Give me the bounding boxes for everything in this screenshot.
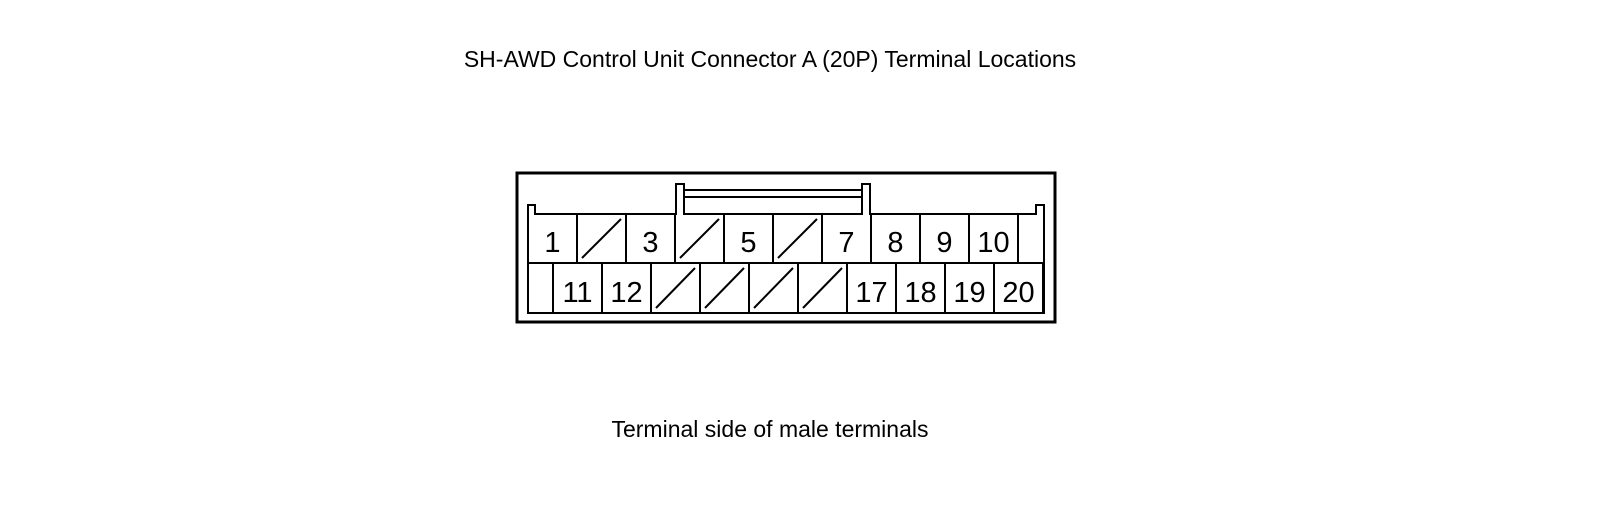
terminal-number: 18 xyxy=(904,277,936,309)
terminal-18: 18 xyxy=(895,263,937,313)
terminal-number: 9 xyxy=(936,227,952,259)
terminal-empty xyxy=(576,214,622,263)
terminal-number: 5 xyxy=(740,227,756,259)
unused-cavity-slash xyxy=(704,267,745,309)
terminal-17: 17 xyxy=(846,263,888,313)
connector-housing xyxy=(515,171,1057,324)
terminal-8: 8 xyxy=(870,214,904,263)
terminal-number: 11 xyxy=(562,277,592,309)
terminal-empty xyxy=(674,214,720,263)
terminal-10: 10 xyxy=(968,214,1010,263)
terminal-empty xyxy=(748,263,794,313)
terminal-number: 1 xyxy=(544,227,560,259)
terminal-empty xyxy=(772,214,818,263)
terminal-1: 1 xyxy=(544,227,560,259)
terminal-5: 5 xyxy=(723,214,757,263)
terminal-11: 11 xyxy=(552,263,593,313)
terminal-number: 7 xyxy=(838,227,854,259)
unused-cavity-slash xyxy=(777,218,818,259)
diagram-title: SH-AWD Control Unit Connector A (20P) Te… xyxy=(463,46,1077,72)
diagram-caption: Terminal side of male terminals xyxy=(611,416,929,442)
terminal-12: 12 xyxy=(601,263,643,313)
connector-face-outline xyxy=(527,183,1045,314)
unused-cavity-slash xyxy=(802,267,843,309)
terminal-number: 17 xyxy=(855,277,887,309)
terminal-empty xyxy=(797,263,843,313)
terminal-number: 20 xyxy=(1002,277,1034,309)
terminal-3: 3 xyxy=(625,214,659,263)
terminal-empty xyxy=(650,263,696,313)
terminal-20: 20 xyxy=(993,263,1035,313)
terminal-9: 9 xyxy=(919,214,953,263)
terminal-number: 8 xyxy=(887,227,903,259)
unused-cavity-slash xyxy=(753,267,794,309)
unused-cavity-slash xyxy=(655,267,696,309)
terminal-empty xyxy=(699,263,745,313)
unused-cavity-slash xyxy=(581,218,622,259)
terminal-7: 7 xyxy=(821,214,855,263)
terminal-number: 10 xyxy=(977,227,1009,259)
terminal-19: 19 xyxy=(944,263,986,313)
unused-cavity-slash xyxy=(679,218,720,259)
terminal-number: 3 xyxy=(642,227,658,259)
terminal-number: 19 xyxy=(953,277,985,309)
terminal-number: 12 xyxy=(610,277,642,309)
